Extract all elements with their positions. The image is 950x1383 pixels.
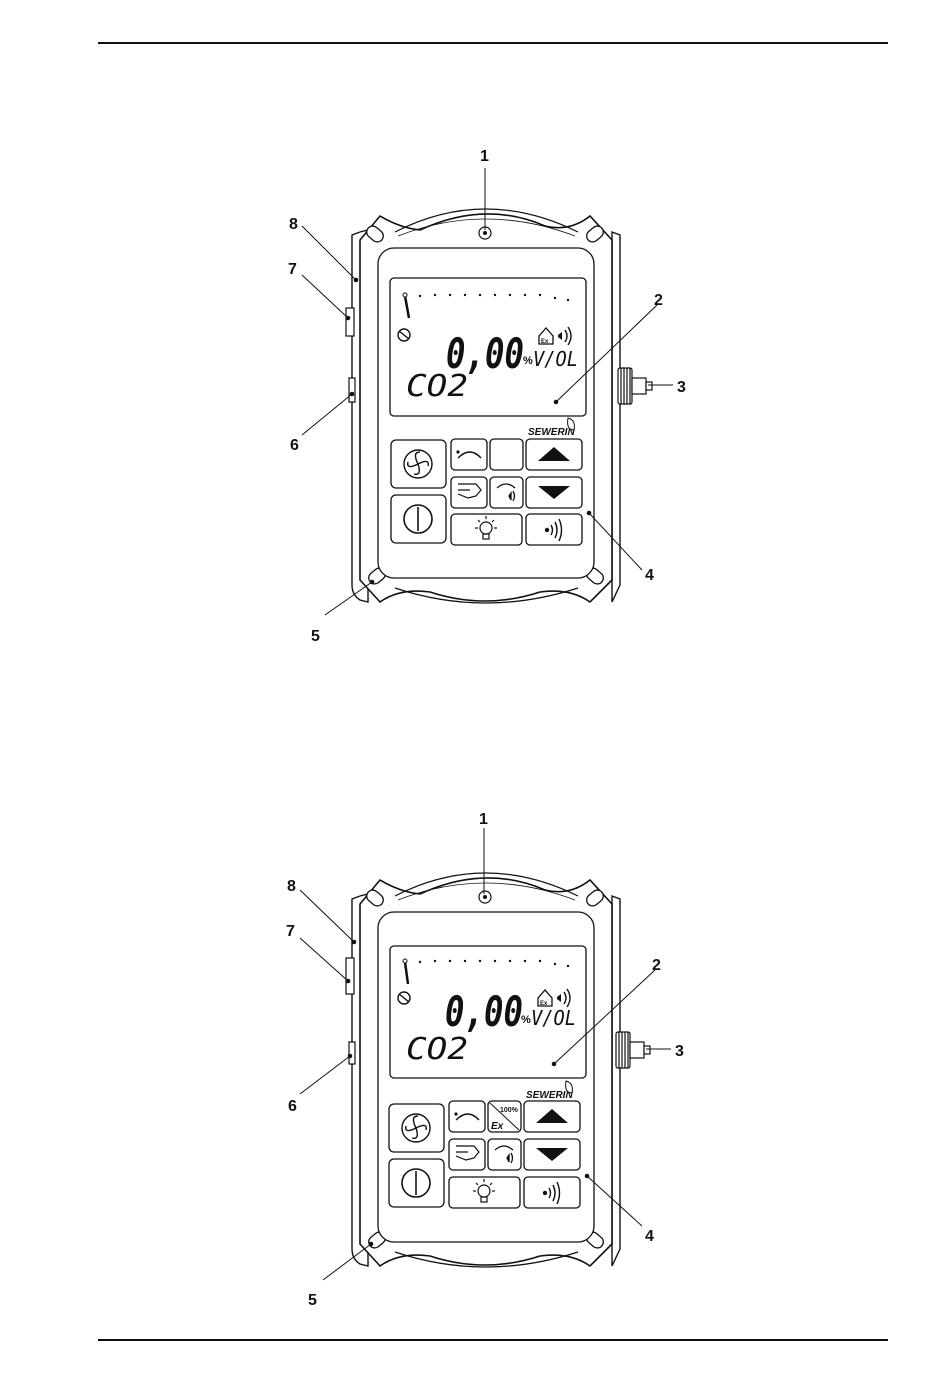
callout-1: 1	[480, 148, 489, 165]
callout-2: 2	[654, 292, 663, 309]
hand-key[interactable]	[451, 477, 487, 508]
callout-8: 8	[289, 216, 298, 233]
lcd-unit: %	[521, 1014, 531, 1026]
gas-connector-icon	[616, 1032, 650, 1068]
brand-logo: SEWERIN	[526, 1090, 573, 1101]
ex-key-top-label: 100%	[500, 1107, 519, 1114]
callout-1: 1	[479, 811, 488, 828]
callout-7: 7	[286, 923, 295, 940]
lcd-unit-suffix: V/OL	[533, 347, 578, 371]
side-button-upper[interactable]	[346, 308, 354, 336]
menu-key[interactable]	[449, 1101, 485, 1132]
callout-7: 7	[288, 261, 297, 278]
footer-rule	[98, 1339, 888, 1341]
menu-key[interactable]	[451, 439, 487, 470]
side-button-lower[interactable]	[349, 1042, 355, 1064]
lcd-unit: %	[523, 355, 533, 367]
header-rule	[98, 42, 888, 44]
lcd-unit-suffix: V/OL	[531, 1006, 576, 1030]
lcd-gas-name: CO2	[406, 369, 468, 404]
callout-3: 3	[677, 379, 686, 396]
alarm-ack-key[interactable]	[488, 1139, 521, 1170]
callout-3: 3	[675, 1043, 684, 1060]
callout-4: 4	[645, 567, 654, 584]
side-button-lower[interactable]	[349, 378, 355, 402]
side-button-upper[interactable]	[346, 958, 354, 994]
device-diagram-bottom: Ex 0,00 % V/OL CO2 SEWERIN 100% Ex	[0, 804, 950, 1324]
svg-text:Ex: Ex	[541, 339, 549, 345]
alarm-ack-key[interactable]	[490, 477, 523, 508]
lcd-reading: 0,00	[445, 987, 523, 1036]
hand-key[interactable]	[449, 1139, 485, 1170]
callout-5: 5	[308, 1292, 317, 1309]
lcd-gas-name: CO2	[406, 1032, 468, 1067]
callout-8: 8	[287, 878, 296, 895]
sound-key[interactable]	[524, 1177, 580, 1208]
callout-2: 2	[652, 957, 661, 974]
callout-5: 5	[311, 628, 320, 645]
blank-key[interactable]	[490, 439, 523, 470]
right-bumper	[612, 232, 620, 602]
sound-key[interactable]	[526, 514, 582, 545]
callout-4: 4	[645, 1228, 654, 1245]
device-diagram-top: Ex 0,00 % V/OL CO2 SEWERIN	[0, 140, 950, 660]
gas-connector-icon	[618, 368, 652, 404]
ex-key-bottom-label: Ex	[491, 1121, 504, 1132]
right-bumper	[612, 896, 620, 1266]
callout-6: 6	[288, 1098, 297, 1115]
callout-6: 6	[290, 437, 299, 454]
brand-logo: SEWERIN	[528, 427, 575, 438]
